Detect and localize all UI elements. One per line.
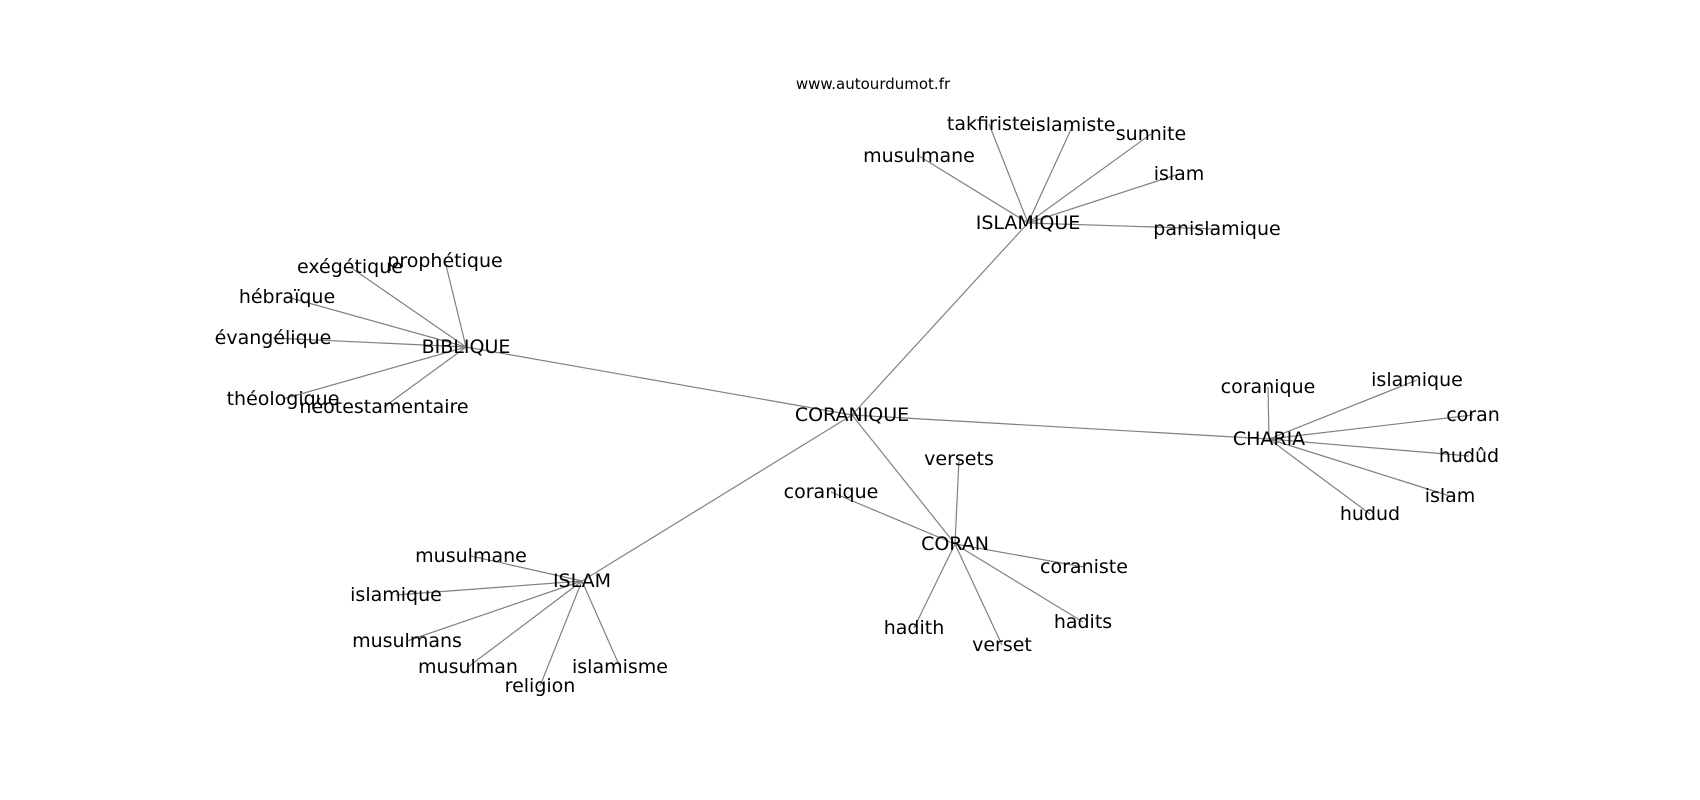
edge-center-to-islam-hub xyxy=(581,414,853,582)
islam-hub-leaf-label[interactable]: musulman xyxy=(418,656,518,678)
edge-charia-hub-leaf-4 xyxy=(1268,438,1451,497)
charia-hub-label[interactable]: CHARIA xyxy=(1233,428,1305,450)
edge-charia-hub-leaf-0 xyxy=(1267,386,1270,440)
biblique-hub-leaf-label[interactable]: exégétique xyxy=(297,256,403,278)
edge-islamique-hub-leaf-3 xyxy=(918,155,1029,224)
edge-islamique-hub-leaf-0 xyxy=(988,123,1029,224)
islam-hub-leaf-label[interactable]: islamisme xyxy=(572,656,668,678)
islamique-hub-leaf-label[interactable]: islamiste xyxy=(1031,114,1116,136)
islam-hub-leaf-label[interactable]: musulmans xyxy=(352,630,462,652)
biblique-hub-label[interactable]: BIBLIQUE xyxy=(422,336,511,358)
edge-islam-hub-leaf-3 xyxy=(467,580,583,668)
edge-center-to-islamique-hub xyxy=(851,222,1029,416)
charia-hub-leaf-label[interactable]: islamique xyxy=(1371,369,1463,391)
edge-biblique-hub-leaf-2 xyxy=(286,296,467,348)
edge-islamique-hub-leaf-1 xyxy=(1027,124,1074,224)
biblique-hub-leaf-label[interactable]: théologique xyxy=(227,388,340,410)
islamique-hub-leaf-label[interactable]: takfiriste xyxy=(947,113,1031,135)
islamique-hub-leaf-label[interactable]: islam xyxy=(1154,163,1205,185)
biblique-hub-leaf-label[interactable]: néotestamentaire xyxy=(299,396,468,418)
coran-hub-leaf-label[interactable]: coraniste xyxy=(1040,556,1128,578)
edge-coran-hub-leaf-1 xyxy=(830,491,956,545)
coran-hub-label[interactable]: CORAN xyxy=(921,533,989,555)
edge-coran-hub-leaf-5 xyxy=(954,543,1003,646)
charia-hub-leaf-label[interactable]: coran xyxy=(1446,404,1500,426)
edge-islamique-hub-leaf-4 xyxy=(1027,173,1180,224)
edge-coran-hub-leaf-3 xyxy=(913,543,956,629)
islamique-hub-label[interactable]: ISLAMIQUE xyxy=(976,212,1081,234)
charia-hub-leaf-label[interactable]: islam xyxy=(1425,485,1476,507)
edge-charia-hub-leaf-2 xyxy=(1268,414,1474,440)
islam-hub-leaf-label[interactable]: religion xyxy=(505,675,576,697)
edge-islamique-hub-leaf-2 xyxy=(1027,133,1152,224)
islamique-hub-leaf-label[interactable]: musulmane xyxy=(863,145,975,167)
edge-center-to-coran-hub xyxy=(851,414,956,545)
charia-hub-leaf-label[interactable]: coranique xyxy=(1221,376,1316,398)
biblique-hub-leaf-label[interactable]: hébraïque xyxy=(239,286,335,308)
charia-hub-leaf-label[interactable]: hudud xyxy=(1340,503,1400,525)
coran-hub-leaf-label[interactable]: hadith xyxy=(884,617,945,639)
watermark-text: www.autourdumot.fr xyxy=(796,75,951,93)
biblique-hub-leaf-label[interactable]: évangélique xyxy=(215,327,332,349)
edge-charia-hub-leaf-3 xyxy=(1268,438,1470,457)
edge-islam-hub-leaf-1 xyxy=(395,580,583,596)
coran-hub-leaf-label[interactable]: versets xyxy=(924,448,994,470)
islam-hub-label[interactable]: ISLAM xyxy=(553,570,611,592)
edge-charia-hub-leaf-5 xyxy=(1268,438,1371,515)
edge-biblique-hub-leaf-5 xyxy=(383,346,467,408)
islamique-hub-leaf-label[interactable]: sunnite xyxy=(1116,123,1186,145)
graph-edges xyxy=(272,123,1474,687)
edge-charia-hub-leaf-1 xyxy=(1268,379,1418,440)
edge-biblique-hub-leaf-0 xyxy=(349,266,467,348)
edge-islam-hub-leaf-0 xyxy=(470,555,583,582)
edge-biblique-hub-leaf-4 xyxy=(282,346,467,400)
edge-biblique-hub-leaf-1 xyxy=(444,260,467,348)
center-node-label[interactable]: CORANIQUE xyxy=(795,404,909,426)
edge-islam-hub-leaf-5 xyxy=(581,580,621,668)
coran-hub-leaf-label[interactable]: coranique xyxy=(784,481,879,503)
coran-hub-leaf-label[interactable]: verset xyxy=(972,634,1032,656)
coran-hub-leaf-label[interactable]: hadits xyxy=(1054,611,1112,633)
edge-islamique-hub-leaf-5 xyxy=(1027,222,1218,230)
charia-hub-leaf-label[interactable]: hudûd xyxy=(1439,445,1499,467)
islam-hub-leaf-label[interactable]: islamique xyxy=(350,584,442,606)
edge-islam-hub-leaf-2 xyxy=(406,580,583,642)
edge-center-to-biblique-hub xyxy=(465,346,853,416)
edge-coran-hub-leaf-0 xyxy=(954,458,960,545)
islam-hub-leaf-label[interactable]: musulmane xyxy=(415,545,527,567)
edge-biblique-hub-leaf-3 xyxy=(272,337,467,348)
edge-coran-hub-leaf-2 xyxy=(954,543,1085,568)
edge-islam-hub-leaf-4 xyxy=(539,580,583,687)
edge-coran-hub-leaf-4 xyxy=(954,543,1084,623)
biblique-hub-leaf-label[interactable]: prophétique xyxy=(387,250,502,272)
islamique-hub-leaf-label[interactable]: panislamique xyxy=(1153,218,1280,240)
edge-center-to-charia-hub xyxy=(851,414,1270,440)
